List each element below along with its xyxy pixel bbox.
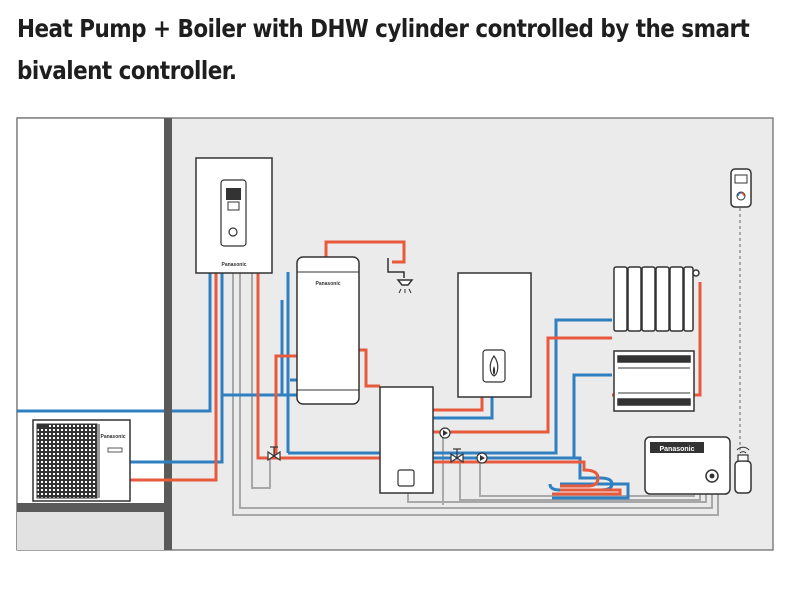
three-way-valve-2 [450, 448, 464, 464]
outside-ground [17, 503, 164, 512]
flow-pipes [130, 240, 702, 496]
fan-coil-unit [613, 350, 695, 412]
title-line-1: Heat Pump + Boiler with DHW cylinder con… [17, 14, 750, 43]
circulation-pump-2 [476, 452, 488, 464]
outdoor-heat-pump-unit: Panasonic [32, 419, 131, 502]
title-line-2: bivalent controller. [17, 56, 237, 85]
room-thermostat [730, 168, 752, 208]
return-pipes [17, 272, 630, 500]
controller-brand: Panasonic [659, 446, 694, 453]
circulation-pump-1 [439, 427, 451, 439]
buffer-tank [379, 386, 434, 494]
indoor-unit-brand: Panasonic [221, 262, 246, 268]
wireless-sensor [734, 446, 752, 494]
outdoor-unit-brand: Panasonic [100, 434, 125, 440]
dhw-cylinder: Panasonic [296, 256, 360, 405]
shower-icon [387, 258, 414, 294]
indoor-unit: Panasonic [195, 157, 273, 274]
radiator [613, 266, 700, 332]
cylinder-brand: Panasonic [315, 281, 340, 287]
wall [164, 118, 172, 550]
smart-bivalent-controller: Panasonic [644, 436, 731, 495]
boiler [457, 272, 532, 398]
diagram-title: Heat Pump + Boiler with DHW cylinder con… [17, 8, 750, 92]
three-way-valve-1 [267, 446, 281, 462]
